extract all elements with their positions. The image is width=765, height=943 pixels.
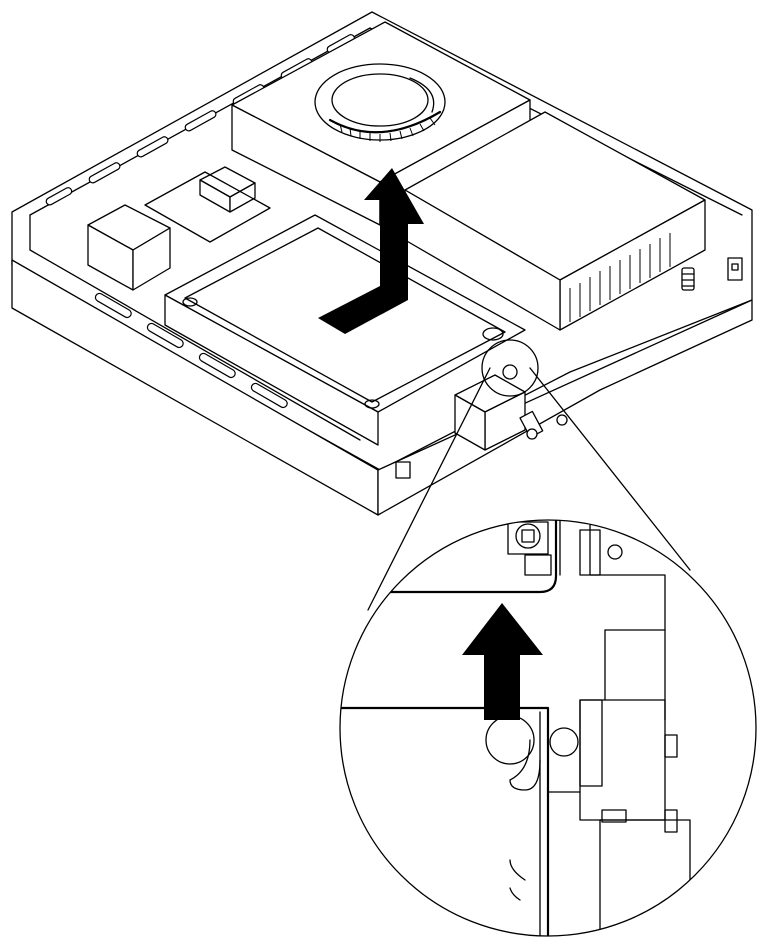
rear-vent-slots xyxy=(45,34,355,206)
thumbscrew-icon xyxy=(681,267,695,291)
detail-lower-hole-small xyxy=(549,727,579,757)
board-plate xyxy=(144,171,271,243)
heatsink-fins xyxy=(569,233,671,322)
audio-jack-1 xyxy=(526,428,538,440)
heatsink-cover xyxy=(404,111,743,331)
arrow-up-icon xyxy=(462,603,543,720)
fan-blade-arc xyxy=(328,110,442,134)
fan-blade-arc-2 xyxy=(409,77,435,113)
hdd-bracket-front xyxy=(164,294,379,446)
front-vent-slots xyxy=(94,292,288,409)
bracket-screw xyxy=(502,364,518,380)
fan-inner-ring xyxy=(331,73,429,127)
detail-screw-icon xyxy=(515,523,541,549)
fan-outer-ring xyxy=(314,63,446,141)
callout-leader-lines xyxy=(367,339,691,611)
hdd-top-cover xyxy=(184,227,506,403)
hdd-screw-hole-2 xyxy=(182,297,198,307)
motherboard-components xyxy=(87,166,271,291)
hdd-screw-hole xyxy=(482,327,504,341)
chassis-right-wall xyxy=(377,299,753,516)
front-button xyxy=(395,461,411,479)
callout-origin-circle xyxy=(481,339,539,397)
detail-magnified-view xyxy=(339,519,757,937)
chassis-inner-rim-left xyxy=(29,214,361,441)
audio-jack-2 xyxy=(556,414,568,426)
bent-arrow-up-icon xyxy=(318,168,424,334)
hdd-screw-hole-3 xyxy=(364,399,380,409)
fan-blade-hatching xyxy=(339,117,436,142)
detail-tray-edge xyxy=(340,520,558,594)
